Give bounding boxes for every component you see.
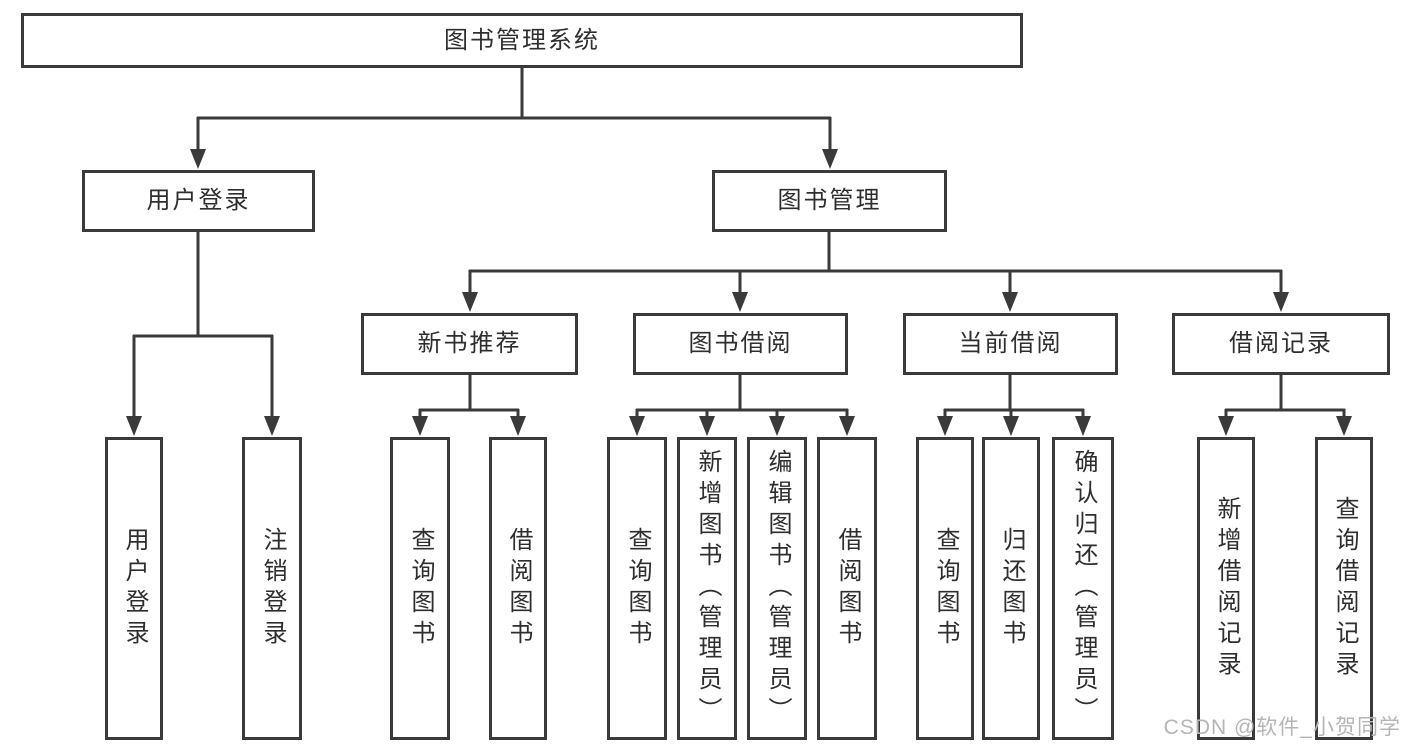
node-current-borrowing-label: 当前借阅 bbox=[958, 330, 1063, 357]
leaf-user-login: 用户登录 bbox=[105, 437, 163, 740]
leaf-edit-book-admin-label: 编辑图书（管理员） bbox=[764, 449, 791, 728]
leaf-confirm-return-admin-label: 确认归还（管理员） bbox=[1070, 449, 1097, 728]
node-book-management: 图书管理 bbox=[712, 170, 947, 232]
leaf-query-books-recommend-label: 查询图书 bbox=[407, 526, 434, 651]
node-root: 图书管理系统 bbox=[21, 13, 1023, 68]
leaf-add-book-admin-label: 新增图书（管理员） bbox=[694, 449, 721, 728]
connector-root-to-level2 bbox=[196, 68, 832, 152]
leaf-query-books-borrow: 查询图书 bbox=[607, 437, 667, 740]
leaf-query-borrow-record-label: 查询借阅记录 bbox=[1331, 495, 1358, 682]
node-borrowing-records: 借阅记录 bbox=[1172, 313, 1390, 375]
leaf-query-borrow-record: 查询借阅记录 bbox=[1315, 437, 1373, 740]
connector-new-book-recommendation-to-leaves bbox=[418, 375, 520, 419]
node-new-book-recommendation: 新书推荐 bbox=[361, 313, 578, 375]
node-new-book-recommendation-label: 新书推荐 bbox=[417, 330, 522, 357]
node-book-management-label: 图书管理 bbox=[777, 187, 882, 214]
node-book-borrowing-label: 图书借阅 bbox=[688, 330, 793, 357]
leaf-query-books-current-label: 查询图书 bbox=[932, 526, 959, 651]
connector-book-management-to-level3 bbox=[468, 232, 1283, 295]
leaf-add-book-admin: 新增图书（管理员） bbox=[677, 437, 737, 740]
node-current-borrowing: 当前借阅 bbox=[903, 313, 1118, 375]
connector-user-login-to-leaves bbox=[132, 232, 274, 419]
leaf-add-borrow-record: 新增借阅记录 bbox=[1197, 437, 1255, 740]
node-user-login: 用户登录 bbox=[82, 170, 315, 232]
connector-borrowing-records-to-leaves bbox=[1224, 375, 1346, 419]
leaf-logout-label: 注销登录 bbox=[259, 526, 286, 651]
csdn-watermark: CSDN @软件_小贺同学 bbox=[1163, 716, 1401, 739]
node-root-label: 图书管理系统 bbox=[444, 26, 600, 54]
connector-book-borrowing-to-leaves bbox=[635, 375, 849, 419]
connector-current-borrowing-to-leaves bbox=[943, 375, 1085, 419]
leaf-edit-book-admin: 编辑图书（管理员） bbox=[747, 437, 807, 740]
leaf-query-books-current: 查询图书 bbox=[916, 437, 974, 740]
leaf-borrow-books-recommend: 借阅图书 bbox=[489, 437, 547, 740]
node-borrowing-records-label: 借阅记录 bbox=[1229, 330, 1333, 357]
leaf-return-books: 归还图书 bbox=[982, 437, 1040, 740]
leaf-borrow-books-borrow-label: 借阅图书 bbox=[834, 526, 861, 651]
leaf-query-books-recommend: 查询图书 bbox=[390, 437, 450, 740]
leaf-return-books-label: 归还图书 bbox=[998, 526, 1025, 651]
node-book-borrowing: 图书借阅 bbox=[633, 313, 848, 375]
arrowhead-icons bbox=[126, 149, 1352, 436]
node-user-login-label: 用户登录 bbox=[146, 187, 251, 214]
leaf-confirm-return-admin: 确认归还（管理员） bbox=[1052, 437, 1114, 740]
leaf-logout: 注销登录 bbox=[242, 437, 302, 740]
leaf-borrow-books-recommend-label: 借阅图书 bbox=[505, 526, 532, 651]
leaf-add-borrow-record-label: 新增借阅记录 bbox=[1213, 495, 1240, 682]
leaf-borrow-books-borrow: 借阅图书 bbox=[817, 437, 877, 740]
leaf-user-login-label: 用户登录 bbox=[121, 526, 148, 651]
leaf-query-books-borrow-label: 查询图书 bbox=[624, 526, 651, 651]
